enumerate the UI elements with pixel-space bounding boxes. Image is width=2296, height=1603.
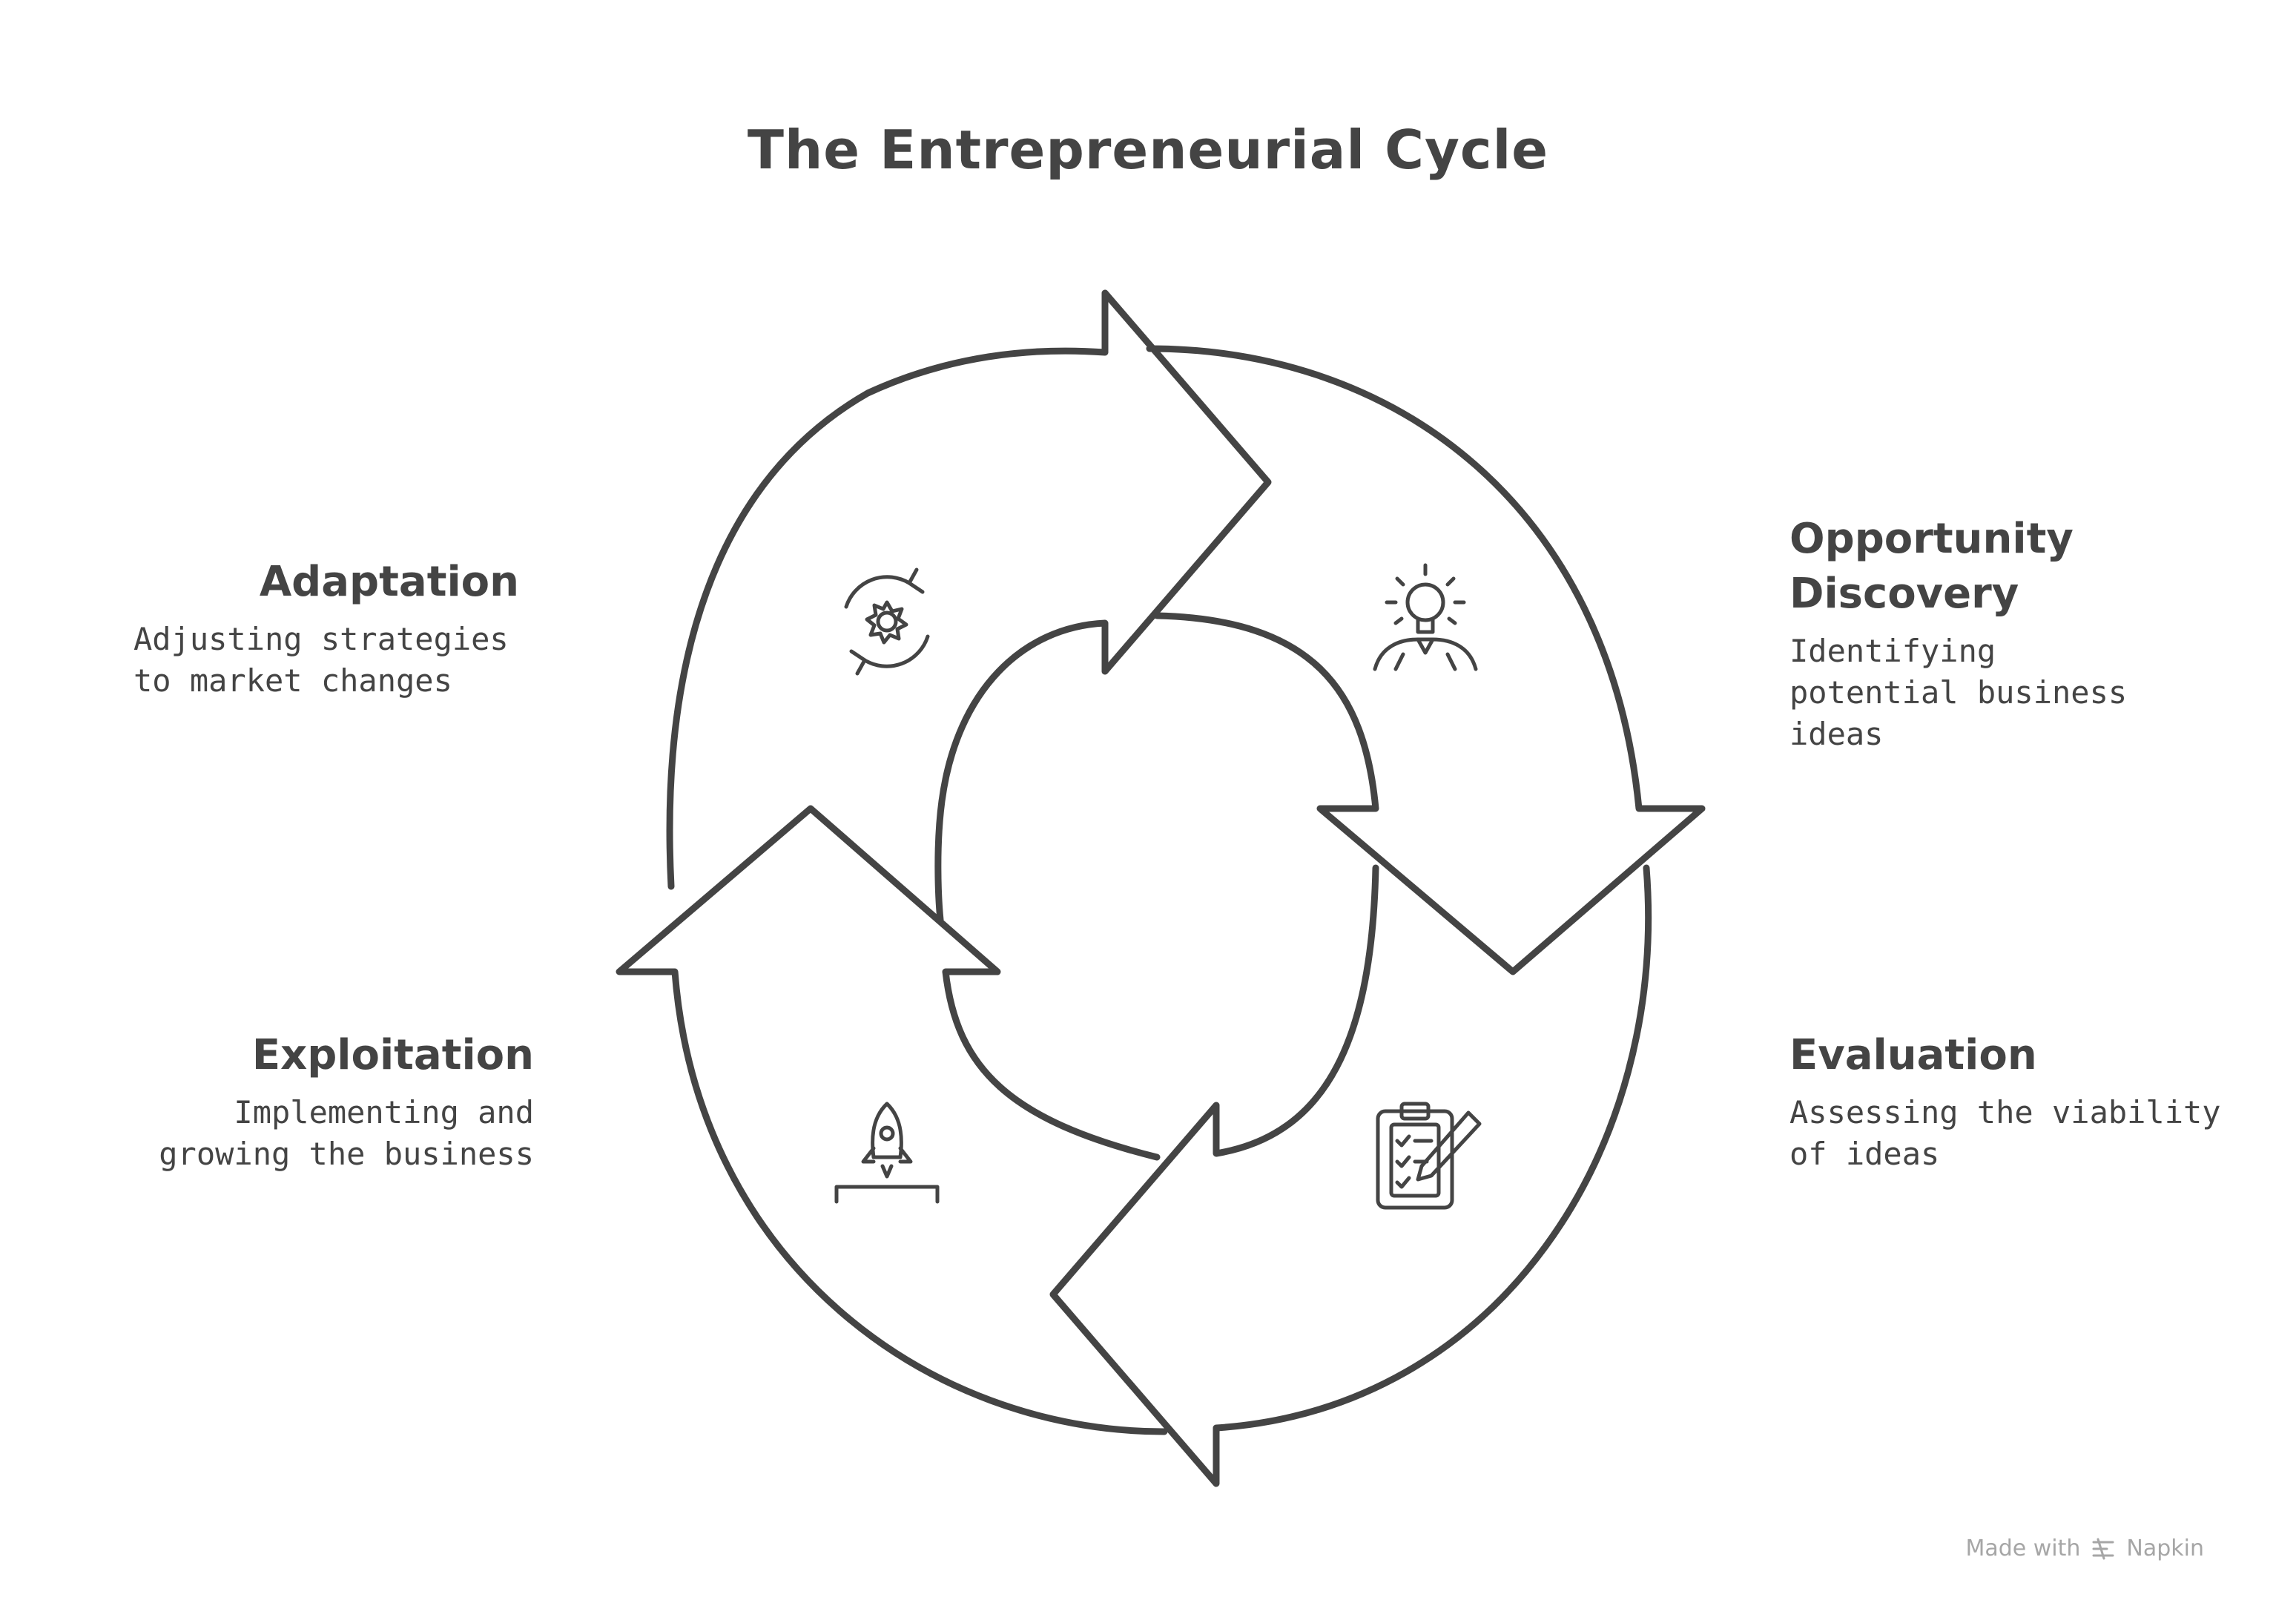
rocket-launch-icon: [834, 1102, 940, 1204]
arrow-discovery: [1146, 345, 1706, 975]
made-with-napkin-badge: Made with Napkin: [1965, 1535, 2204, 1561]
phase-description: Implementing and growing the business: [159, 1094, 534, 1172]
made-with-label: Made with: [1965, 1535, 2081, 1561]
gear-cycle-icon: [844, 567, 930, 676]
phase-title: Adaptation: [259, 558, 519, 606]
phase-description: Assessing the viability of ideas: [1789, 1094, 2221, 1172]
phase-exploitation: Exploitation Implementing and growing th…: [133, 1028, 534, 1175]
arrow-exploitation: [616, 805, 1168, 1435]
diagram-title: The Entrepreneurial Cycle: [747, 119, 1549, 181]
phase-opportunity-discovery: Opportunity Discovery Identifying potent…: [1789, 512, 2264, 755]
phase-evaluation: Evaluation Assessing the viability of id…: [1789, 1028, 2264, 1175]
arrow-adaptation: [666, 289, 1272, 924]
lightbulb-person-icon: [1373, 563, 1478, 671]
napkin-brand-label: Napkin: [2126, 1535, 2204, 1561]
phase-title: Evaluation: [1789, 1031, 2037, 1079]
phase-title: Exploitation: [251, 1031, 534, 1079]
arrow-evaluation: [1049, 864, 1652, 1487]
phase-adaptation: Adaptation Adjusting strategies to marke…: [133, 555, 519, 702]
napkin-logo-icon: [2092, 1538, 2114, 1559]
phase-description: Adjusting strategies to market changes: [133, 621, 509, 699]
phase-title: Opportunity Discovery: [1789, 515, 2074, 618]
clipboard-pencil-icon: [1376, 1102, 1482, 1210]
phase-description: Identifying potential business ideas: [1789, 633, 2128, 752]
